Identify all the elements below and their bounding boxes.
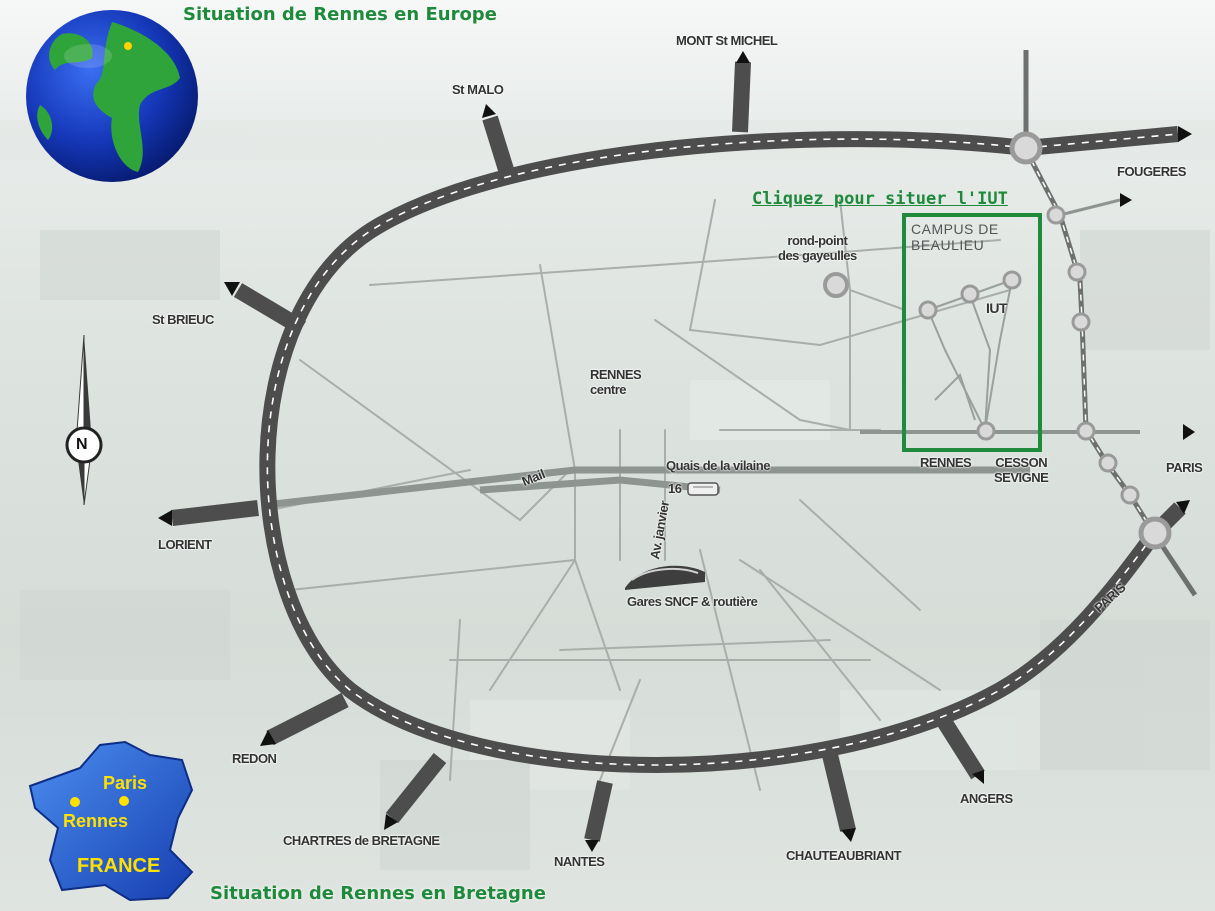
rennes-station-label: RENNES	[920, 455, 972, 470]
rennes-centre-label: RENNES centre	[590, 367, 642, 397]
compass-icon	[65, 334, 103, 506]
title-bretagne: Situation de Rennes en Bretagne	[210, 883, 546, 904]
gares-label: Gares SNCF & routière	[627, 594, 758, 609]
campus-beaulieu-area[interactable]: CAMPUS DE BEAULIEU	[902, 213, 1042, 452]
iut-label[interactable]: IUT	[986, 300, 1008, 316]
dest-st-brieuc: St BRIEUC	[152, 312, 214, 327]
compass-north-label: N	[76, 436, 88, 453]
france-map-icon	[28, 740, 194, 902]
dest-fougeres: FOUGERES	[1117, 164, 1186, 179]
france-rennes-label: Rennes	[63, 811, 129, 831]
france-paris-label: Paris	[103, 773, 148, 793]
dest-paris-east: PARIS	[1166, 460, 1203, 475]
campus-label: CAMPUS DE BEAULIEU	[911, 221, 999, 254]
france-country-label: FRANCE	[77, 855, 161, 877]
dest-st-malo: St MALO	[452, 82, 504, 97]
dest-chartres: CHARTRES de BRETAGNE	[283, 833, 440, 848]
train-icon	[625, 565, 705, 590]
dest-nantes: NANTES	[554, 854, 605, 869]
dest-chateaubriant: CHAUTEAUBRIANT	[786, 848, 902, 863]
globe-icon	[26, 10, 198, 182]
direction-arrows	[158, 51, 1195, 852]
title-europe: Situation de Rennes en Europe	[183, 4, 497, 25]
locate-iut-link[interactable]: Cliquez pour situer l'IUT	[752, 189, 1008, 209]
city-streets	[269, 199, 1011, 791]
roundabouts	[823, 131, 1172, 550]
bus-icon	[687, 482, 719, 496]
dest-lorient: LORIENT	[158, 537, 212, 552]
cesson-sevigne-label: CESSON SEVIGNE	[994, 455, 1049, 485]
dest-mont-st-michel: MONT St MICHEL	[676, 33, 778, 48]
bus-line-label: 16	[668, 481, 682, 496]
radial-roads	[171, 61, 985, 842]
dest-angers: ANGERS	[960, 791, 1013, 806]
quais-vilaine-label: Quais de la vilaine	[666, 458, 770, 473]
dest-redon: REDON	[232, 751, 277, 766]
rond-point-gayeulles-label: rond-point des gayeulles	[778, 233, 857, 263]
